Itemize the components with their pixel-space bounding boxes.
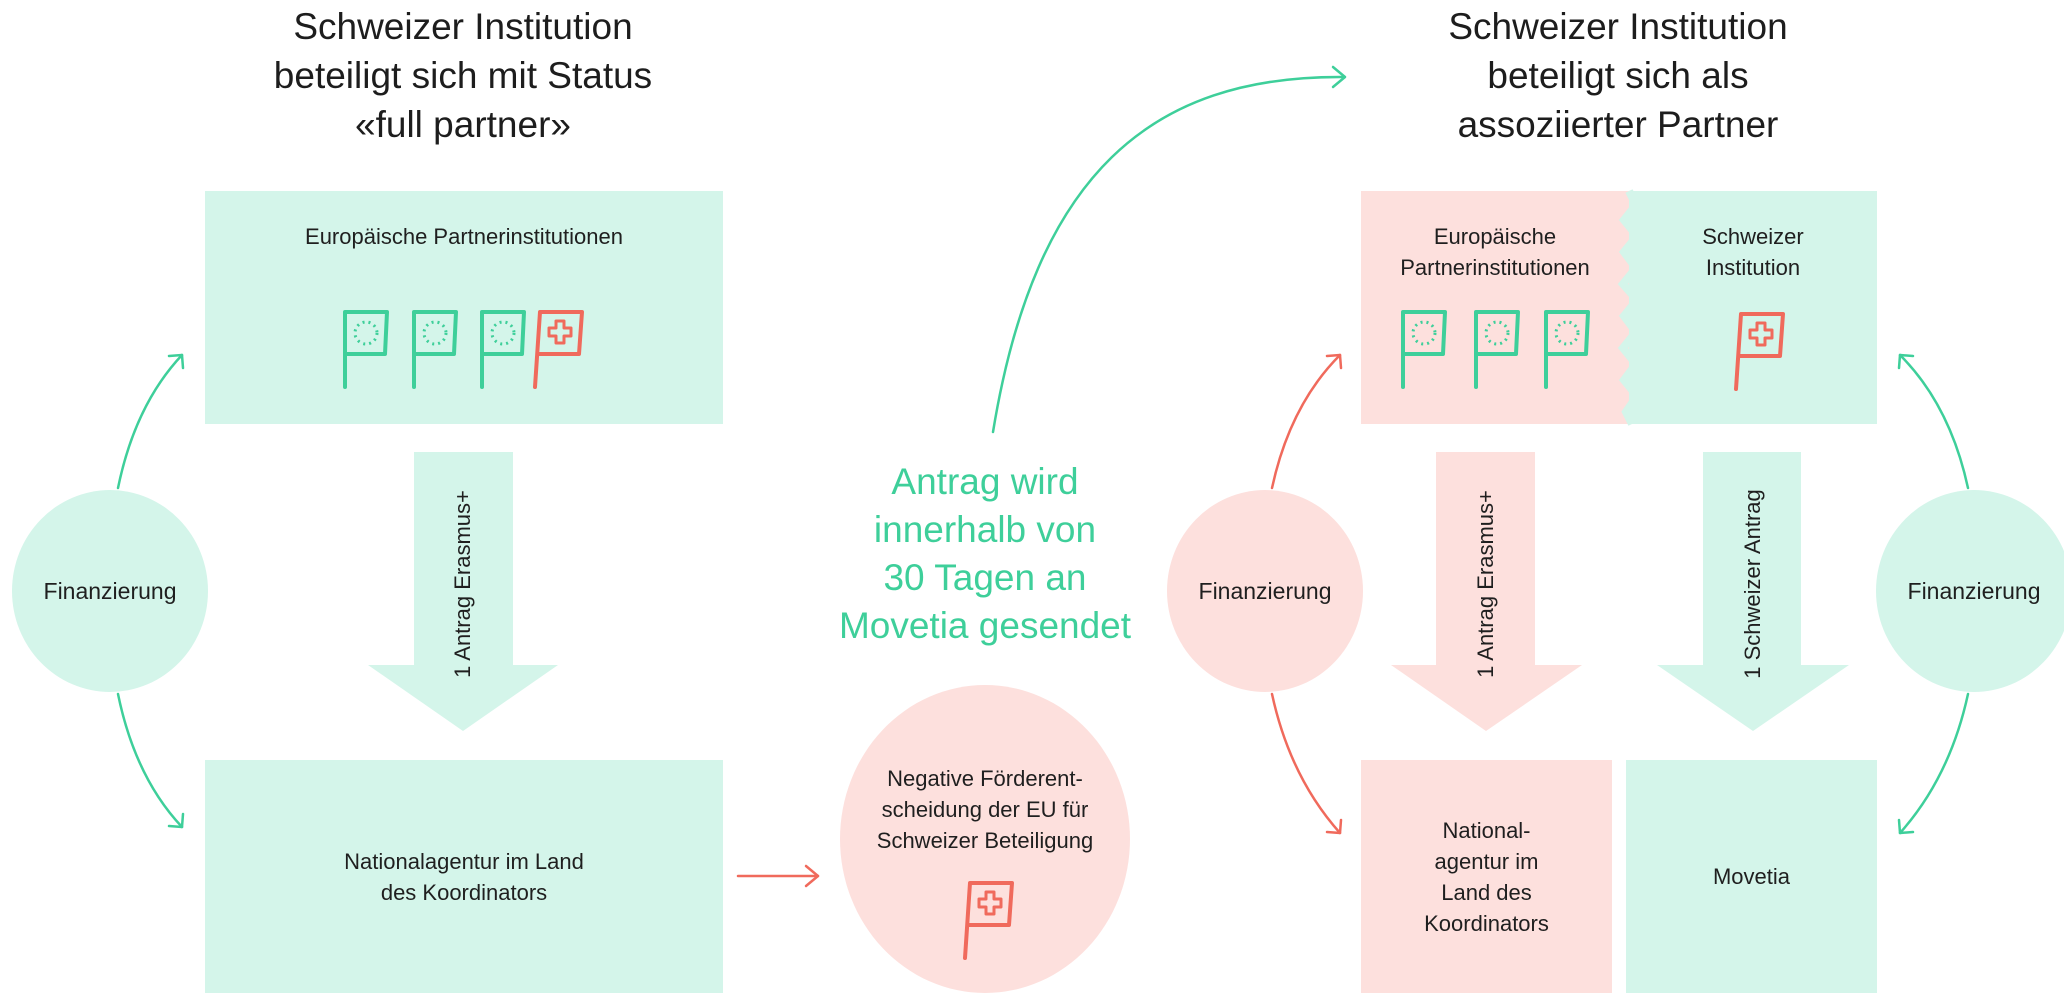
right-national-agency-box: National- agentur im Land des Koordinato… — [1361, 760, 1612, 993]
negative-decision-circle: Negative Förderent- scheidung der EU für… — [840, 685, 1130, 993]
right-title: Schweizer Institution beteiligt sich als… — [1448, 6, 1788, 145]
eu-flag-icon — [343, 310, 389, 389]
movetia-box: Movetia — [1626, 760, 1877, 993]
right-eu-partners-box: Europäische Partnerinstitutionen — [1361, 191, 1629, 424]
eu-flag-icon — [1474, 310, 1520, 389]
movetia-label: Movetia — [1712, 864, 1791, 889]
center-note: Antrag wird innerhalb von 30 Tagen an Mo… — [838, 461, 1132, 646]
left-national-agency-label: Nationalagentur im Land des Koordinators — [344, 848, 584, 905]
swiss-flag-icon — [533, 310, 584, 389]
right-funding-circle-ch: Finanzierung — [1876, 490, 2064, 692]
arrow-to-negative-decision — [736, 864, 820, 888]
left-eu-partners-box: Europäische Partnerinstitutionen — [205, 191, 723, 424]
right-funding-label-eu: Finanzierung — [1198, 577, 1332, 604]
eu-flag-icon — [1544, 310, 1590, 389]
swiss-flag-icon — [1734, 312, 1785, 391]
negative-decision-label: Negative Förderent- scheidung der EU für… — [876, 766, 1094, 853]
eu-flag-icon — [1401, 310, 1447, 389]
left-arrow-label: 1 Antrag Erasmus+ — [450, 490, 475, 678]
eu-flag-icon — [480, 310, 526, 389]
right-eu-funding-arrow-down — [1270, 692, 1343, 835]
right-swiss-institution-box: Schweizer Institution — [1629, 191, 1877, 424]
left-funding-arrow-up — [116, 353, 185, 490]
right-eu-funding-arrow-up — [1270, 353, 1343, 490]
swiss-flag-icon — [963, 881, 1014, 960]
right-ch-funding-arrow-down — [1897, 692, 1970, 835]
left-title: Schweizer Institution beteiligt sich mit… — [273, 6, 653, 145]
left-funding-arrow-down — [116, 692, 185, 829]
left-national-agency-box: Nationalagentur im Land des Koordinators — [205, 760, 723, 993]
center-curve-arrow — [991, 65, 1347, 434]
right-national-agency-label: National- agentur im Land des Koordinato… — [1424, 817, 1549, 936]
right-eu-partners-label: Europäische Partnerinstitutionen — [1400, 224, 1590, 280]
right-swiss-institution-label: Schweizer Institution — [1702, 224, 1804, 280]
left-eu-partners-label: Europäische Partnerinstitutionen — [305, 224, 623, 249]
right-eu-arrow-label: 1 Antrag Erasmus+ — [1473, 490, 1498, 678]
right-ch-funding-arrow-up — [1897, 353, 1970, 490]
left-funding-circle: Finanzierung — [12, 490, 208, 692]
right-funding-label-ch: Finanzierung — [1907, 577, 2041, 604]
left-funding-label: Finanzierung — [43, 577, 177, 604]
eu-flag-icon — [412, 310, 458, 389]
right-funding-circle-eu: Finanzierung — [1167, 490, 1363, 692]
right-ch-arrow-label: 1 Schweizer Antrag — [1740, 489, 1765, 679]
